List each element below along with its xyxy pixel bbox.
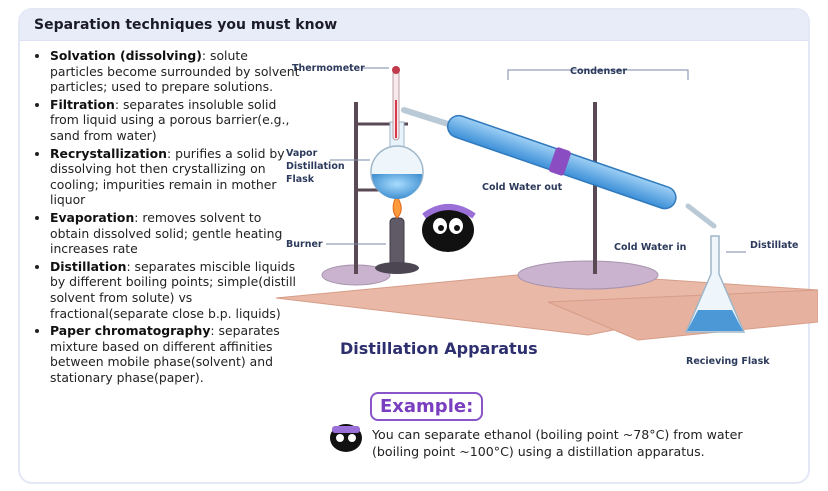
list-item: Solvation (dissolving): solute particles… [50, 48, 300, 95]
thermometer-cap [392, 66, 400, 74]
label-vapor: Distillation [286, 161, 345, 172]
label-cold-water-in: Cold Water in [614, 242, 687, 253]
distillation-diagram: Thermometer Condenser Vapor Distillation… [275, 63, 818, 367]
description: : separates mixture based on different a… [50, 323, 280, 385]
label-burner: Burner [286, 239, 323, 250]
techniques-list: Solvation (dissolving): solute particles… [32, 48, 300, 387]
list-item: Evaporation: removes solvent to obtain d… [50, 210, 300, 257]
description: : solute particles become surrounded by … [50, 48, 300, 95]
bench-left [275, 271, 818, 336]
label-thermometer: Thermometer [292, 63, 365, 74]
term: Filtration [50, 96, 115, 112]
description: : purifies a solid by dissolving hot the… [50, 145, 285, 208]
example-text: You can separate ethanol (boiling point … [372, 427, 743, 459]
thermometer-mercury [395, 100, 397, 138]
list-item: Filtration: separates insoluble solid fr… [50, 97, 300, 144]
example-badge: Example: [370, 392, 484, 421]
side-arm [401, 107, 451, 127]
burner-body [389, 217, 405, 267]
label-vapor: Vapor [286, 148, 318, 159]
burner-base [375, 262, 419, 274]
outlet-tube [685, 203, 717, 229]
distillate-liquid [687, 310, 743, 331]
list-item: Paper chromatography: separates mixture … [50, 323, 300, 385]
list-item: Recrystallization: purifies a solid by d… [50, 146, 300, 208]
leader-line [507, 69, 689, 80]
label-vapor: Flask [286, 174, 315, 185]
label-condenser: Condenser [570, 66, 627, 77]
description: : separates insoluble solid from liquid … [50, 96, 290, 143]
mascot-icon [330, 424, 362, 452]
stand-rod-right [593, 102, 597, 274]
list-item: Distillation: separates miscible liquids… [50, 259, 300, 321]
flask-liquid [372, 174, 422, 199]
description: : separates miscible liquids by differen… [50, 258, 296, 321]
flame-icon [392, 195, 402, 219]
card-title: Separation techniques you must know [20, 10, 808, 41]
condenser [446, 114, 677, 210]
diagram-title: Distillation Apparatus [340, 339, 538, 358]
label-cold-water-out: Cold Water out [482, 182, 563, 193]
term: Recrystallization [50, 145, 167, 161]
receiving-flask [684, 235, 746, 333]
label-distillate: Distillate [750, 240, 799, 251]
stand-rod-left [354, 102, 358, 274]
term: Solvation (dissolving) [50, 48, 202, 63]
term: Evaporation [50, 209, 135, 225]
label-receiving-flask: Recieving Flask [686, 356, 770, 367]
description: : removes solvent to obtain dissolved so… [50, 209, 283, 257]
mascot-icon [422, 204, 476, 252]
term: Distillation [50, 258, 127, 274]
term: Paper chromatography [50, 323, 211, 339]
stand-base-right [517, 260, 659, 290]
